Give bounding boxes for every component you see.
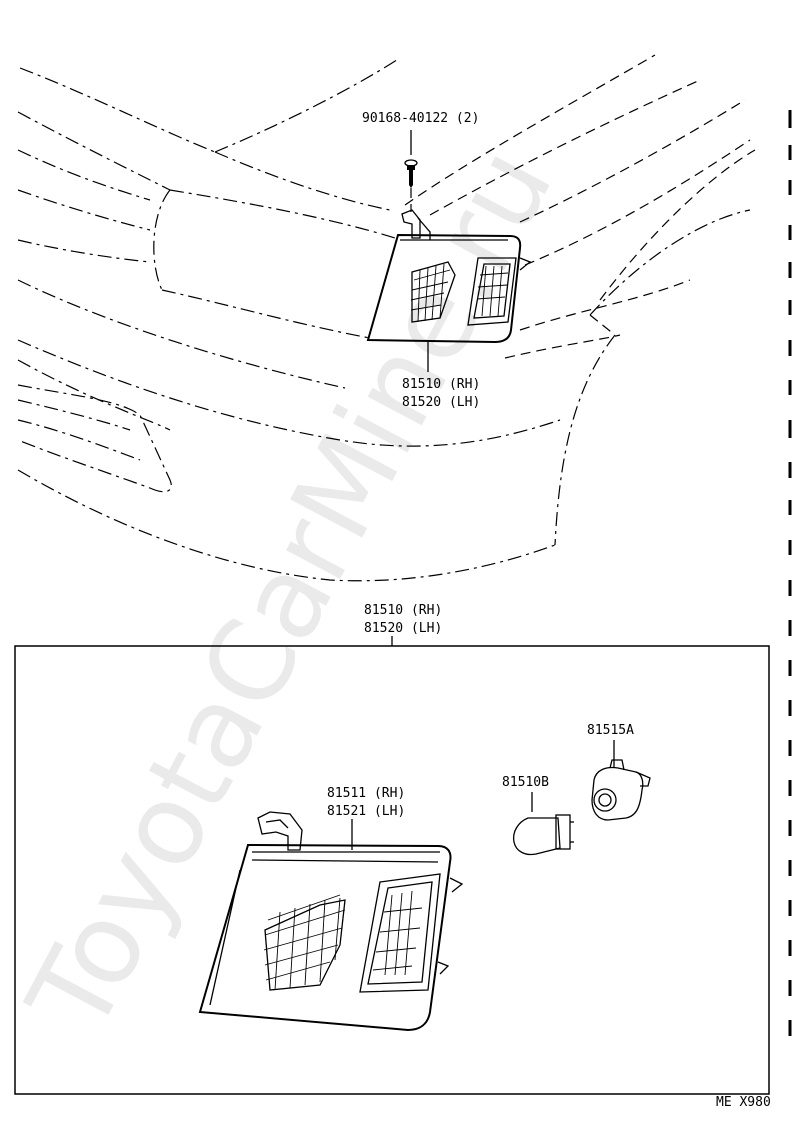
- assembly-lh-label: 81520 (LH): [364, 621, 442, 636]
- car-body-outline: [17, 54, 756, 582]
- assembly-frame: [14, 645, 770, 1095]
- bulb-part: [512, 792, 574, 856]
- socket-part: [591, 740, 651, 821]
- bolt-part-label: 90168-40122 (2): [362, 111, 479, 126]
- corner-lamp-installed: [366, 209, 532, 372]
- lamp-rh-label: 81510 (RH): [402, 377, 480, 392]
- corner-lamp-lens: [198, 811, 464, 1032]
- bulb-part-label: 81510B: [502, 775, 549, 790]
- diagram-code: ME X980: [716, 1095, 771, 1110]
- assembly-rh-label: 81510 (RH): [364, 603, 442, 618]
- socket-part-label: 81515A: [587, 723, 634, 738]
- lamp-lh-label: 81520 (LH): [402, 395, 480, 410]
- lens-rh-label: 81511 (RH): [327, 786, 405, 801]
- bolt-part: [404, 130, 418, 212]
- lens-lh-label: 81521 (LH): [327, 804, 405, 819]
- watermark: ToyotaCarMine.ru: [4, 128, 579, 1054]
